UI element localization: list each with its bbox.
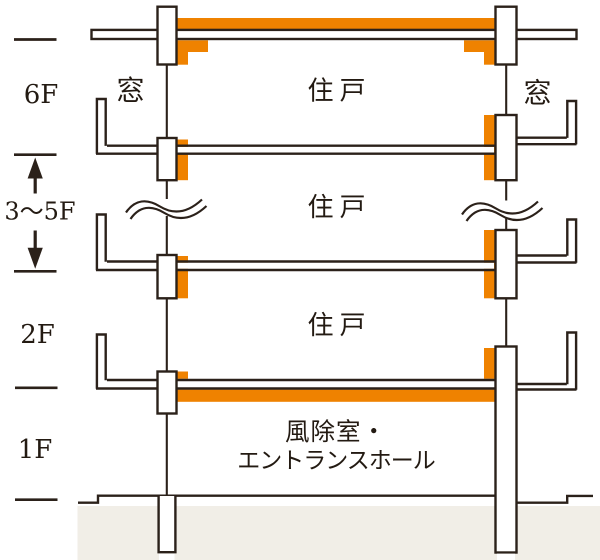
windows: [165, 64, 508, 496]
slab-2f1f-fill: [100, 381, 494, 388]
foundation-pillar-left-below-cap: [159, 553, 175, 560]
roof-corner-insulation-left-vertical: [176, 40, 188, 65]
column-3f2f-right: [494, 228, 518, 300]
column-1f-right-below-cap: [497, 553, 515, 560]
corridor-railing-3f-right: [566, 218, 578, 263]
roof-corner-insulation-left-nub: [188, 40, 208, 52]
foundation-pillar-left: [157, 496, 177, 554]
corridor-slabs: [516, 136, 577, 391]
break-symbol-left: [125, 198, 208, 220]
floor-label-3-5f: 3〜5F: [4, 198, 75, 226]
foundation-ground-fill: [77, 506, 600, 560]
column-6f5f-left: [156, 136, 178, 182]
entrance-label-line1: 風除室・: [285, 417, 387, 446]
unit-label-6f: 住戸: [307, 77, 371, 107]
ground-line-right: [516, 494, 593, 504]
entrance-label-line2: エントランスホール: [237, 448, 435, 474]
column-2f1f-left: [156, 370, 178, 415]
foundation: [77, 494, 600, 560]
balcony-railing-2f-left: [95, 213, 107, 271]
range-arrow-up-head: [27, 157, 43, 179]
corridor-railing-2f-right: [566, 331, 578, 390]
window-label-left: 窓: [116, 74, 144, 107]
corridor-railing-6f-right: [566, 99, 578, 145]
slab-3f2f-fill: [100, 262, 494, 269]
wall-insulation-6f5f-left: [176, 139, 188, 181]
column-3f2f-left: [156, 253, 178, 300]
break-symbol-right: [461, 200, 544, 222]
floor-axis: 6F 3〜5F 2F 1F: [4, 38, 76, 502]
roof-slab: [90, 28, 578, 41]
foundation-pillar-left-fill: [158, 496, 176, 553]
break-wave-line: [461, 200, 539, 216]
column-roof-left: [156, 5, 178, 66]
column-roof-right: [494, 5, 518, 66]
wall-insulation-3f2f-left: [176, 256, 188, 299]
unit-label-3-5f: 住戸: [307, 193, 371, 223]
unit-label-2f: 住戸: [307, 311, 371, 341]
break-wave-line: [125, 198, 203, 214]
roof-corner-insulation-right-vertical: [484, 40, 496, 65]
range-arrow-down-head: [27, 247, 43, 269]
room-labels: 窓 窓 住戸 住戸 住戸 風除室・ エントランスホール: [116, 74, 551, 474]
break-wave-line: [465, 207, 544, 222]
floor-slabs: [96, 144, 496, 390]
floor-label-2f: 2F: [20, 320, 55, 350]
floor-label-1f: 1F: [18, 435, 53, 465]
balcony-railings: [95, 97, 578, 390]
window-label-right: 窓: [523, 77, 551, 110]
ground-line-left: [78, 494, 496, 504]
roof-insulation-band: [176, 18, 496, 31]
wall-insulation-2f1f-left: [176, 371, 188, 379]
wall-insulation-2f1f-right: [484, 348, 496, 379]
roof-corner-insulation-right-nub: [464, 40, 484, 52]
ceiling-insulation-1f-band: [176, 389, 496, 402]
slab-6f5f-fill: [100, 146, 494, 153]
floor-label-6f: 6F: [24, 80, 59, 110]
column-1f-right-wall: [494, 345, 518, 554]
balcony-railing-1f-left: [95, 333, 107, 389]
break-wave-line: [129, 205, 208, 220]
balcony-railing-6f-left: [95, 97, 107, 154]
column-6f5f-right: [494, 113, 518, 182]
